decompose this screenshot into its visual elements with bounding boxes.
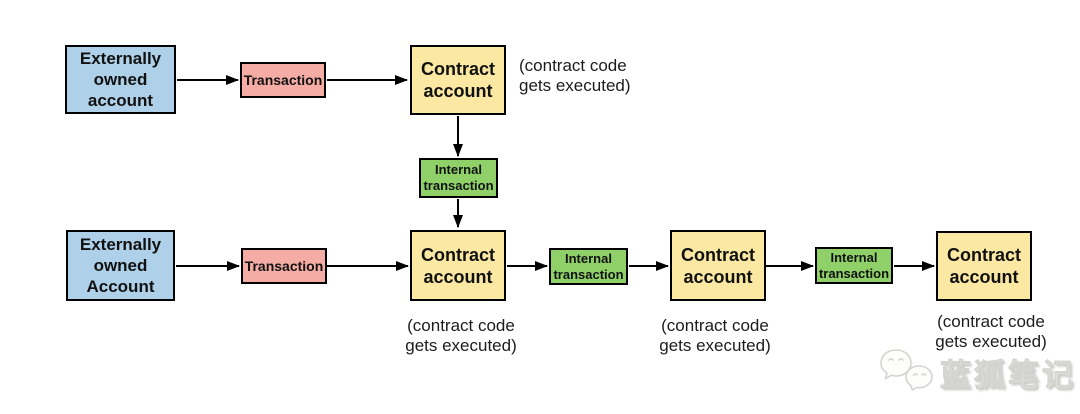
node-internal-transaction-2: Internal transaction	[815, 247, 893, 284]
caption-contract-code-1: (contract code gets executed)	[405, 316, 517, 355]
caption-contract-code-3: (contract code gets executed)	[935, 312, 1047, 351]
node-internal-transaction-1: Internal transaction	[549, 248, 628, 285]
node-transaction-bottom: Transaction	[241, 248, 327, 284]
node-externally-owned-account-bottom: Externally owned Account	[66, 230, 175, 301]
watermark-text: 蓝狐笔记	[940, 357, 1076, 393]
node-contract-account-3: Contract account	[936, 231, 1032, 301]
watermark: 蓝狐笔记	[878, 344, 1076, 400]
node-contract-account-2: Contract account	[670, 230, 766, 301]
caption-contract-code-2: (contract code gets executed)	[659, 316, 771, 355]
node-externally-owned-account-top: Externally owned account	[65, 45, 176, 114]
wechat-icon	[880, 349, 933, 392]
node-internal-transaction-mid: Internal transaction	[419, 158, 498, 198]
node-contract-account-1: Contract account	[410, 230, 506, 301]
node-contract-account-top: Contract account	[410, 45, 506, 115]
caption-contract-code-top: (contract code gets executed)	[519, 56, 631, 95]
node-transaction-top: Transaction	[240, 62, 326, 98]
